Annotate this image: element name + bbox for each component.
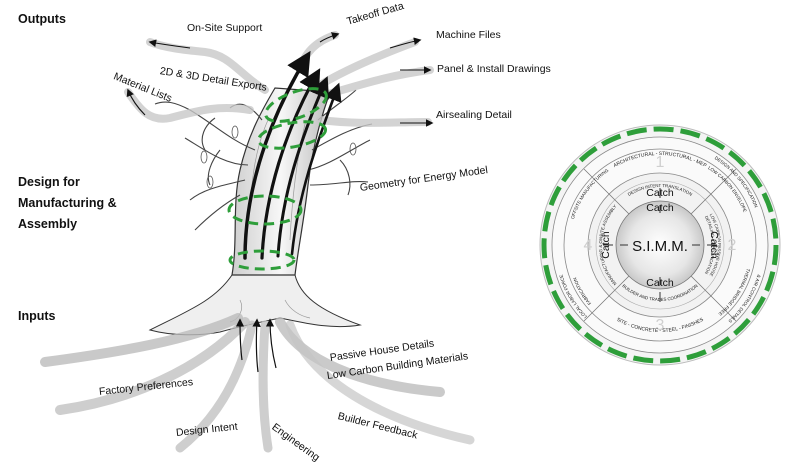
section-design-line2: Manufacturing &	[18, 196, 117, 210]
quadrant-number-1: 1	[656, 154, 665, 171]
wheel-hub	[615, 200, 705, 290]
label-machine-files: Machine Files	[436, 29, 501, 41]
input-arrows	[235, 318, 277, 373]
section-inputs: Inputs	[18, 309, 56, 323]
catch-left: Catch	[600, 231, 612, 259]
section-design-line3: Assembly	[18, 217, 78, 231]
catch-upper: Catch	[646, 202, 674, 214]
wheel-green-dashes	[541, 126, 779, 364]
green-rings	[227, 87, 328, 271]
output-arrows	[126, 32, 434, 127]
catch-bottom: Catch	[646, 277, 674, 289]
quadrant-number-2: 2	[728, 237, 737, 254]
quadrant-number-3: 3	[656, 317, 665, 334]
tree-roots	[148, 274, 362, 336]
label-airsealing: Airsealing Detail	[436, 109, 512, 121]
quadrant-number-4: 4	[584, 237, 593, 254]
simm-wheel: 1 2 3 4 ARCHITECTURAL - STRUCTURAL - MEP…	[539, 124, 781, 366]
flow-arrows	[243, 50, 342, 260]
section-outputs: Outputs	[18, 12, 66, 26]
catch-top: Catch	[646, 187, 674, 199]
section-design-line1: Design for	[18, 175, 80, 189]
label-panel-install: Panel & Install Drawings	[437, 63, 551, 75]
input-streams	[40, 313, 475, 453]
wheel-center-label: S.I.M.M.	[632, 238, 688, 255]
label-onsite-support: On-Site Support	[187, 22, 263, 34]
catch-right: Catch	[708, 231, 720, 259]
